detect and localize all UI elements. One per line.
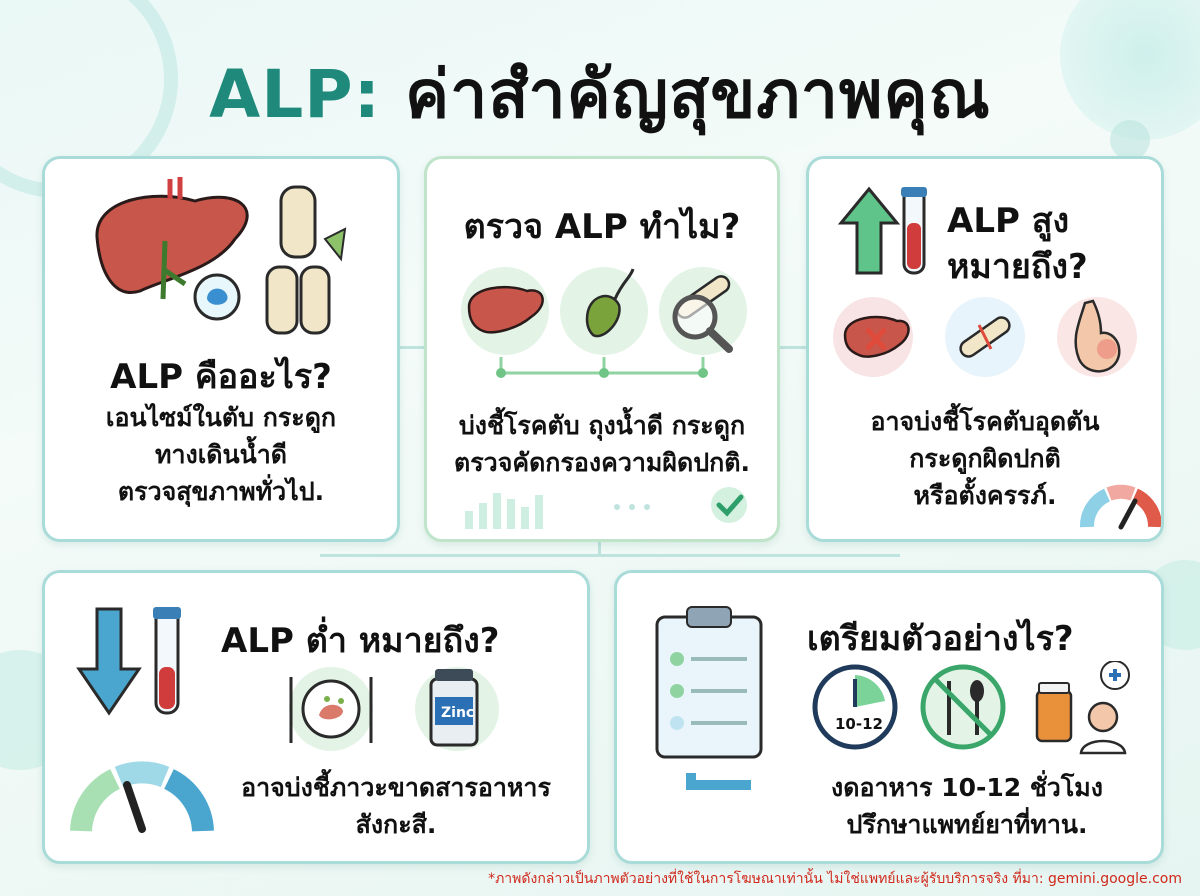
background-bubble [1110, 120, 1150, 160]
checklist-icon [655, 606, 763, 790]
liver-icon [95, 194, 249, 294]
card-why-heading: ตรวจ ALP ทำไม? [463, 207, 741, 247]
check-icon [711, 487, 747, 523]
card-why-line-1: บ่งชี้โรคตับ ถุงน้ำดี กระดูก [458, 411, 746, 440]
card-what-line-1: เอนไซม์ในตับ กระดูก [105, 403, 337, 432]
bone-joint-icon [279, 185, 317, 259]
blood-tube-icon [901, 187, 927, 275]
magnifier-icon [672, 294, 718, 340]
connector-line [598, 536, 601, 556]
card-what-is-alp: ALP คืออะไร? เอนไซม์ในตับ กระดูก ทางเดิน… [42, 156, 400, 542]
card-high-line-3: หรือตั้งครรภ์. [913, 481, 1057, 510]
high-icons-row [833, 297, 1137, 377]
card-why-line-2: ตรวจคัดกรองความผิดปกติ. [454, 448, 750, 477]
liver-bone-illustration [95, 177, 347, 335]
card-prep-line-1: งดอาหาร 10-12 ชั่วโมง [831, 773, 1103, 802]
low-icons-row [289, 667, 499, 751]
gallbladder-icon [585, 294, 621, 338]
card-low-line-2: สังกะสี. [355, 810, 437, 839]
card-high-heading-2: หมายถึง? [947, 247, 1088, 287]
card-what-heading: ALP คืออะไร? [110, 357, 332, 397]
gauge-low-icon [70, 761, 214, 833]
why-icons-row [461, 267, 747, 378]
up-arrow-icon [837, 186, 901, 275]
card-low-line-1: อาจบ่งชี้ภาวะขาดสารอาหาร [241, 773, 551, 802]
liver-icon [467, 285, 544, 334]
card-preparation: เตรียมตัวอย่างไร? 10-12 งดอาหาร 10-12 ชั… [614, 570, 1164, 864]
connector-line [774, 346, 806, 349]
pregnant-icon [1074, 299, 1121, 373]
medicine-bottle-icon [1035, 689, 1073, 743]
connector-line [320, 554, 900, 557]
title-prefix: ALP: [209, 56, 382, 133]
card-high-line-1: อาจบ่งชี้โรคตับอุดตัน [870, 407, 1100, 436]
card-what-line-3: ตรวจสุขภาพทั่วไป. [117, 477, 325, 506]
clock-label: 10-12 [835, 715, 883, 733]
doctor-icon [1087, 701, 1119, 733]
blood-tube-icon [153, 607, 181, 715]
card-prep-line-2: ปรึกษาแพทย์ยาที่ทาน. [846, 810, 1088, 839]
gauge-high-icon [1080, 484, 1161, 530]
zinc-label: Zinc [441, 705, 475, 721]
disclaimer-footnote: *ภาพดังกล่าวเป็นภาพตัวอย่างที่ใช้ในการโฆ… [488, 871, 1182, 887]
card-high-alp: ALP สูง หมายถึง? อาจบ่งชี้โรคตับอุดตัน ก… [806, 156, 1164, 542]
down-arrow-icon [76, 607, 142, 716]
card-prep-heading: เตรียมตัวอย่างไร? [807, 619, 1074, 659]
prep-icons-row [812, 661, 1130, 755]
connector-line [394, 346, 426, 349]
title-text: ค่าสำคัญสุขภาพคุณ [405, 56, 991, 133]
card-high-line-2: กระดูกผิดปกติ [909, 444, 1061, 473]
page-title: ALP: ค่าสำคัญสุขภาพคุณ [0, 42, 1200, 147]
bar-check-decoration [465, 487, 747, 529]
card-what-line-2: ทางเดินน้ำดี [155, 440, 287, 469]
card-low-heading: ALP ต่ำ หมายถึง? [221, 621, 500, 661]
card-high-heading-1: ALP สูง [947, 201, 1070, 241]
card-why-test: ตรวจ ALP ทำไม? บ่งชี้โรคตับ ถุงน้ำดี กระ… [424, 156, 780, 542]
card-low-alp: ALP ต่ำ หมายถึง? Zinc อาจบ่งชี้ภาวะขาดสา… [42, 570, 590, 864]
